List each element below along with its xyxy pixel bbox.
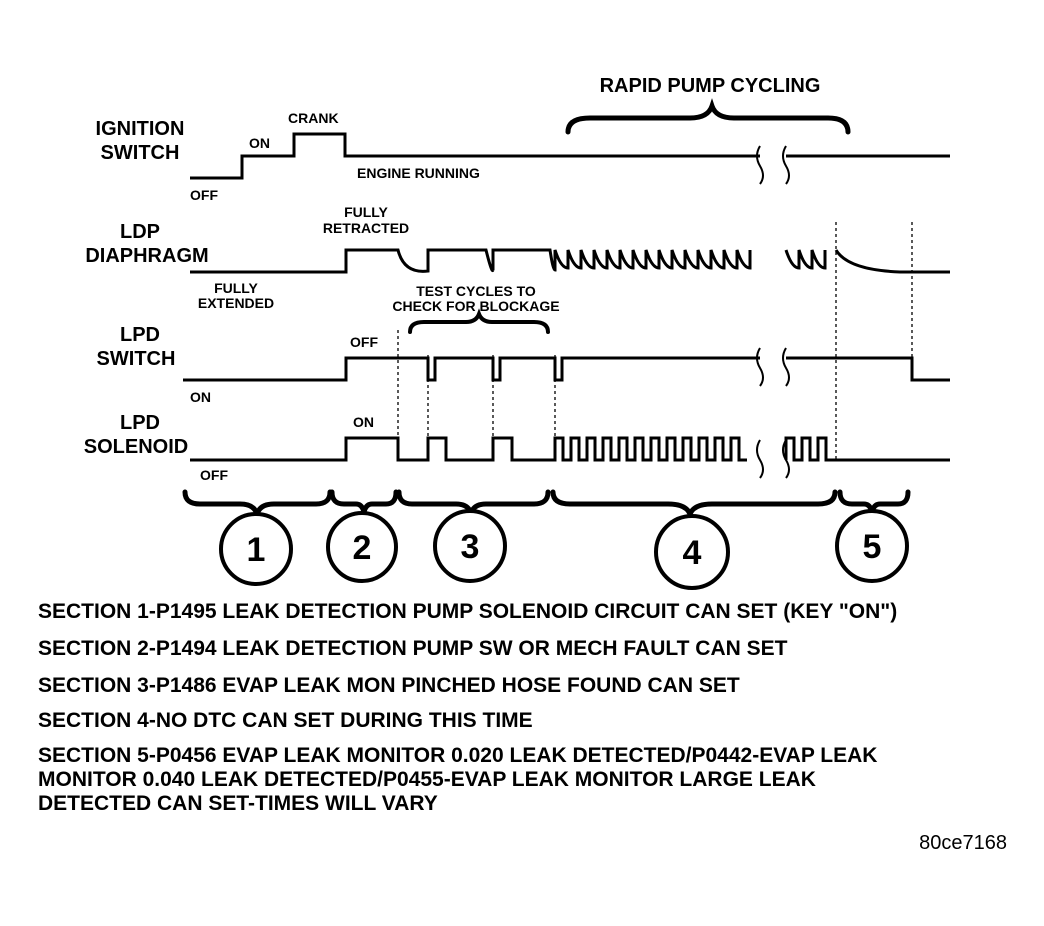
engine-running-label: ENGINE RUNNING — [357, 165, 480, 181]
section-number-5: 5 — [863, 528, 882, 566]
lpd-switch-waveform — [183, 356, 950, 382]
section-circle-2: 2 — [326, 511, 398, 583]
switch-label-line1: LPD — [120, 324, 160, 346]
fully-extended-label-1: FULLY — [214, 280, 258, 296]
section-circle-1: 1 — [219, 512, 293, 586]
section-circle-5: 5 — [835, 509, 909, 583]
section-5-description-line1: SECTION 5-P0456 EVAP LEAK MONITOR 0.020 … — [38, 744, 877, 767]
fully-retracted-label-2: RETRACTED — [323, 220, 409, 236]
diagram-title: RAPID PUMP CYCLING — [600, 75, 821, 97]
lpd-solenoid-waveform — [190, 436, 950, 462]
ldp-label-line1: LDP — [120, 221, 160, 243]
solenoid-break-marks — [756, 439, 790, 479]
section-circle-3: 3 — [433, 509, 507, 583]
ignition-crank-label: CRANK — [288, 110, 339, 126]
solenoid-on-label: ON — [353, 414, 374, 430]
ignition-off-label: OFF — [190, 187, 218, 203]
section-number-3: 3 — [461, 528, 480, 566]
switch-break-marks — [756, 347, 790, 387]
solenoid-label-line1: LPD — [120, 412, 160, 434]
section-circle-4: 4 — [654, 514, 730, 590]
ldp-diaphragm-waveform — [190, 248, 950, 274]
solenoid-off-label: OFF — [200, 467, 228, 483]
section-braces — [182, 489, 911, 523]
section-markers — [397, 222, 913, 462]
section-4-description: SECTION 4-NO DTC CAN SET DURING THIS TIM… — [38, 709, 533, 732]
section-number-1: 1 — [247, 531, 266, 569]
section-5-description-line2: MONITOR 0.040 LEAK DETECTED/P0455-EVAP L… — [38, 768, 816, 791]
section-number-2: 2 — [353, 529, 372, 567]
section-2-description: SECTION 2-P1494 LEAK DETECTION PUMP SW O… — [38, 637, 788, 660]
section-number-4: 4 — [683, 534, 702, 572]
ignition-label-line2: SWITCH — [101, 142, 180, 164]
section-5-description-line3: DETECTED CAN SET-TIMES WILL VARY — [38, 792, 438, 815]
figure-reference: 80ce7168 — [919, 832, 1007, 854]
fully-retracted-label-1: FULLY — [344, 204, 388, 220]
fully-extended-label-2: EXTENDED — [198, 295, 274, 311]
test-cycles-label-2: CHECK FOR BLOCKAGE — [392, 298, 559, 314]
solenoid-label-line2: SOLENOID — [84, 436, 188, 458]
test-cycles-brace — [408, 308, 550, 334]
rapid-cycling-brace — [565, 98, 851, 135]
section-3-description: SECTION 3-P1486 EVAP LEAK MON PINCHED HO… — [38, 674, 740, 697]
ldp-label-line2: DIAPHRAGM — [85, 245, 208, 267]
ignition-break-marks — [756, 145, 790, 185]
ignition-on-label: ON — [249, 135, 270, 151]
ignition-waveform — [190, 132, 950, 180]
test-cycles-label-1: TEST CYCLES TO — [416, 283, 536, 299]
switch-label-line2: SWITCH — [97, 348, 176, 370]
ignition-label-line1: IGNITION — [96, 118, 185, 140]
section-1-description: SECTION 1-P1495 LEAK DETECTION PUMP SOLE… — [38, 600, 897, 623]
switch-off-label: OFF — [350, 334, 378, 350]
switch-on-label: ON — [190, 389, 211, 405]
